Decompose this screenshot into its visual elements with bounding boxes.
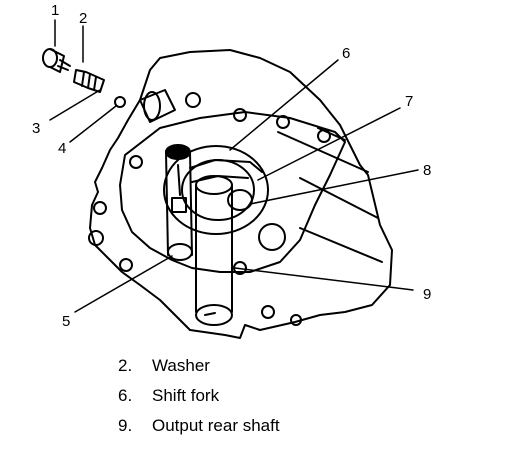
- leader-line-3: [49, 89, 101, 121]
- leader-line-8: [249, 169, 419, 205]
- legend-text: Washer: [152, 356, 210, 375]
- legend-number: 9.: [118, 416, 133, 435]
- seal-ring: [227, 189, 253, 211]
- bolt-hole: [233, 108, 247, 122]
- bolt-hole: [317, 129, 331, 143]
- bolt-hole: [88, 230, 104, 246]
- callout-1: 1: [51, 2, 59, 19]
- bolt-holes: [88, 92, 331, 326]
- legend-text: Shift fork: [152, 386, 220, 405]
- legend-number: 6.: [118, 386, 133, 405]
- legend-number: 2.: [118, 356, 133, 375]
- bolt-hole: [258, 223, 286, 251]
- output-rear-shaft: [195, 175, 233, 326]
- callout-7: 7: [405, 93, 413, 110]
- bolt-hole: [119, 258, 133, 272]
- callout-8: 8: [423, 162, 431, 179]
- bolt-hole: [276, 115, 290, 129]
- legend-text: Output rear shaft: [152, 416, 280, 435]
- leader-line-6: [229, 59, 339, 151]
- inner-flange: [119, 111, 346, 273]
- bolt-hole: [233, 261, 247, 275]
- bolt-hole: [290, 314, 302, 326]
- leader-line-7: [257, 107, 401, 181]
- part-1-bolt: [42, 48, 71, 73]
- callout-6: 6: [342, 45, 350, 62]
- legend-item: 6. Shift fork: [118, 386, 280, 416]
- bolt-hole: [185, 92, 201, 108]
- bolt-hole: [93, 201, 107, 215]
- leader-line-4: [69, 105, 117, 143]
- parts-legend: 2. Washer 6. Shift fork 9. Output rear shaf…: [118, 356, 280, 446]
- callout-5: 5: [62, 313, 70, 330]
- bolt-hole: [261, 305, 275, 319]
- housing-rib-lower: [299, 227, 383, 263]
- shift-fork-shaft: [165, 144, 193, 261]
- leader-line-5: [74, 255, 173, 313]
- detent-boss: [139, 89, 176, 123]
- leader-line-9: [234, 267, 414, 291]
- legend-item: 2. Washer: [118, 356, 280, 386]
- part-2-washer: [73, 69, 105, 93]
- callout-3: 3: [32, 120, 40, 137]
- bearing-outer: [163, 145, 269, 235]
- housing-rib-upper: [277, 131, 369, 173]
- callout-2: 2: [79, 10, 87, 27]
- housing-outline: [89, 49, 393, 339]
- callout-9: 9: [423, 286, 431, 303]
- bolt-hole: [129, 155, 143, 169]
- housing-rib-middle: [299, 177, 379, 219]
- part-4-ball: [114, 96, 126, 108]
- callout-4: 4: [58, 140, 66, 157]
- legend-item: 9. Output rear shaft: [118, 416, 280, 446]
